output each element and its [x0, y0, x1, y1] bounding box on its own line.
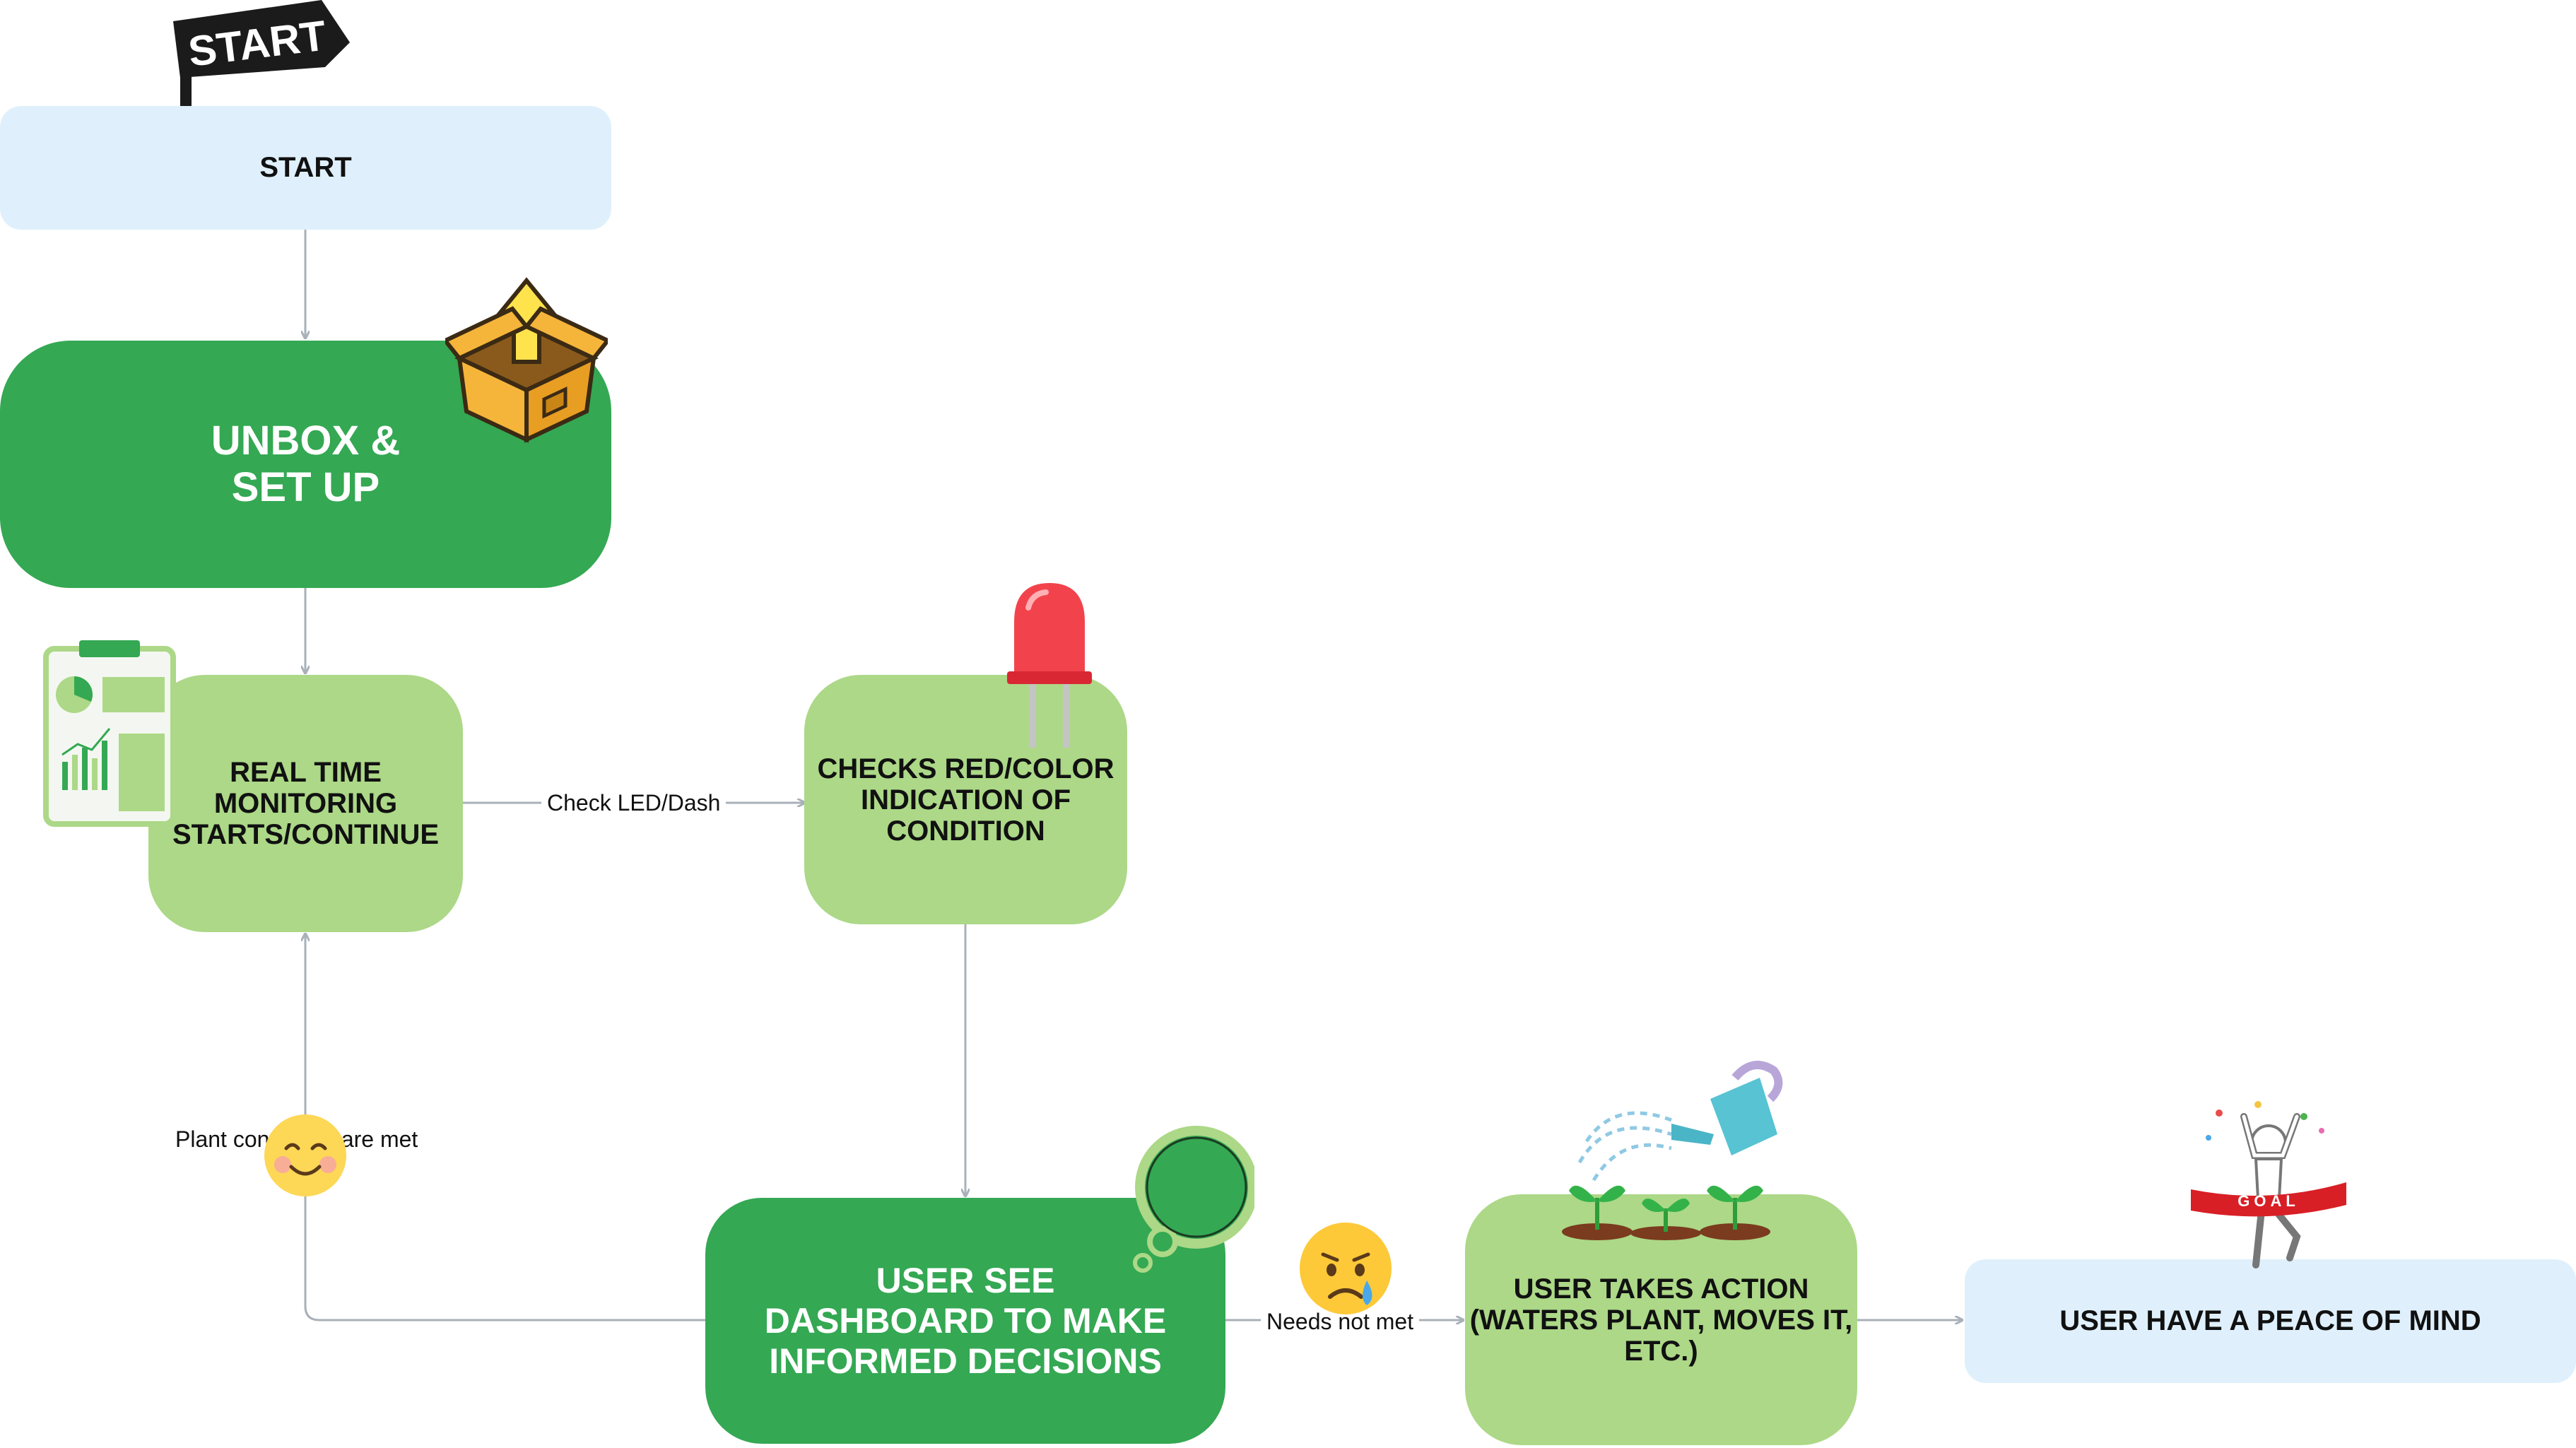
edge-label-check-led: Check LED/Dash — [541, 789, 727, 817]
node-peace-of-mind: USER HAVE A PEACE OF MIND — [1965, 1259, 2576, 1383]
thought-bubble-icon — [1133, 1126, 1254, 1273]
node-user-see-dashboard: USER SEE DASHBOARD TO MAKE INFORMED DECI… — [705, 1198, 1225, 1444]
smiling-face-icon — [264, 1114, 346, 1196]
clipboard-chart-icon — [43, 640, 176, 827]
goal-runner-icon: GOAL — [2191, 1101, 2346, 1269]
node-real-time-monitoring: REAL TIME MONITORING STARTS/CONTINUE — [148, 675, 463, 932]
svg-text:GOAL: GOAL — [2237, 1192, 2300, 1210]
node-start: START — [0, 106, 611, 230]
start-flag-icon: START — [173, 0, 350, 106]
watering-can-icon — [1577, 1061, 1783, 1182]
crying-face-icon — [1300, 1223, 1392, 1314]
node-checks-color-indication: CHECKS RED/COLOR INDICATION OF CONDITION — [804, 675, 1127, 924]
edge-dashboard-monitor — [305, 934, 705, 1322]
seedlings-icon — [1562, 1185, 1770, 1240]
open-box-upload-icon — [445, 277, 608, 443]
red-led-icon — [1007, 583, 1092, 748]
